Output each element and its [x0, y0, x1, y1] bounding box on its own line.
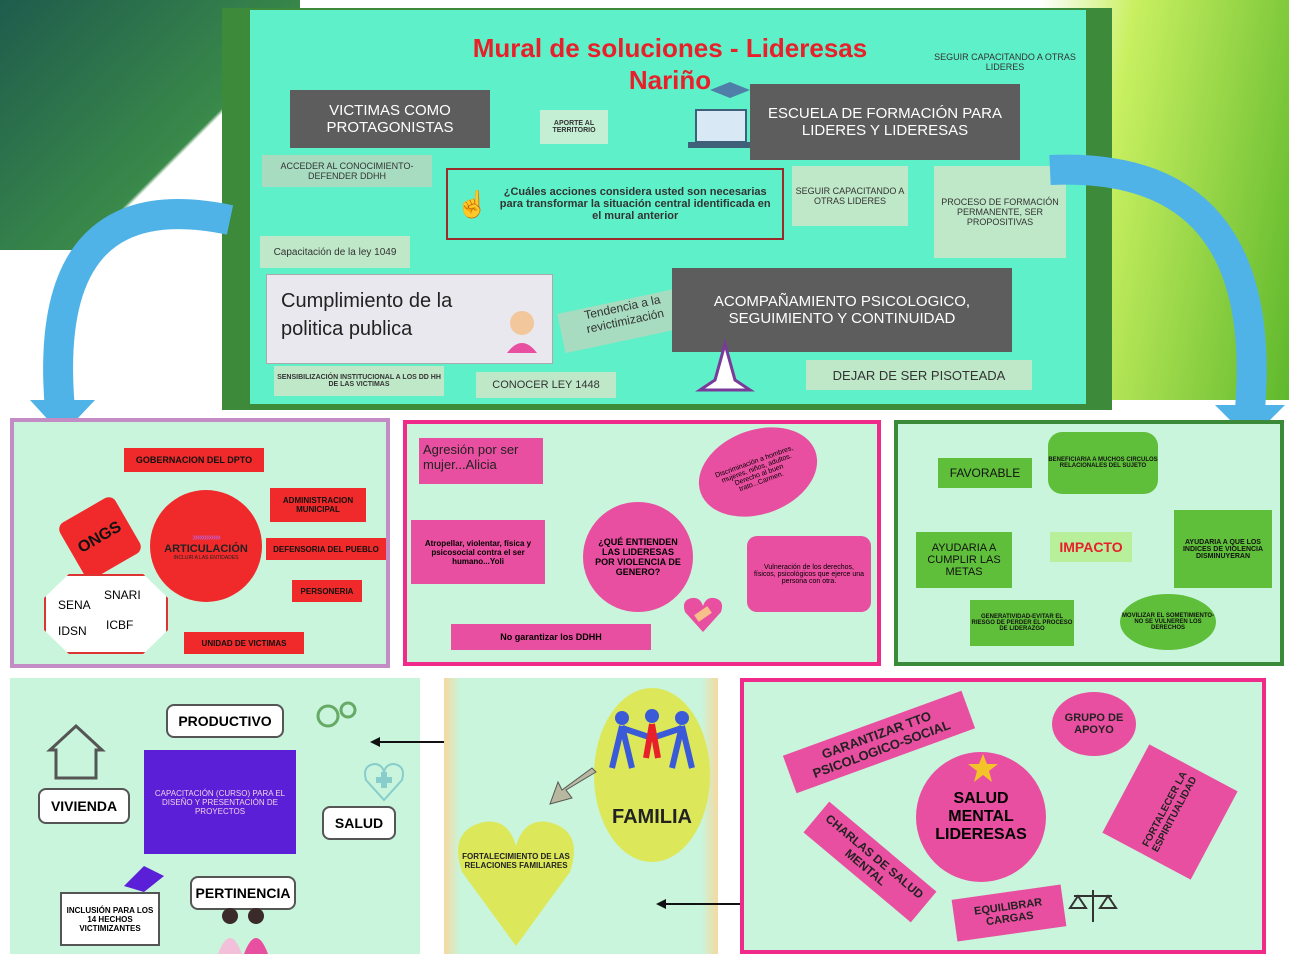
- mural-soluciones: Mural de soluciones - Lideresas Nariño S…: [250, 10, 1086, 404]
- articulacion-label: ARTICULACIÓN: [164, 542, 248, 555]
- aporte-box: APORTE AL TERRITORIO: [540, 110, 608, 144]
- salud-box: SALUD: [322, 806, 396, 840]
- acceder-box: ACCEDER AL CONOCIMIENTO- DEFENDER DDHH: [262, 155, 432, 187]
- inclusion-box: INCLUSIÓN PARA LOS 14 HECHOS VICTIMIZANT…: [60, 892, 160, 946]
- proceso-box: PROCESO DE FORMACIÓN PERMANENTE, SER PRO…: [934, 166, 1066, 258]
- victimas-box: VICTIMAS COMO PROTAGONISTAS: [290, 90, 490, 148]
- atropellar-box: Atropellar, violentar, física y psicosoc…: [411, 520, 545, 584]
- pregunta-text: ¿Cuáles acciones considera usted son nec…: [499, 186, 771, 222]
- ayudaria-indices-tag: AYUDARIA A QUE LOS INDICES DE VIOLENCIA …: [1174, 510, 1272, 588]
- no-garantizar-box: No garantizar los DDHH: [451, 624, 651, 650]
- cumplimiento-box: Cumplimiento de la politica publica: [266, 274, 553, 364]
- vulneracion-box: Vulneración de los derechos, físicos, ps…: [747, 536, 871, 612]
- fortalecer-tag: FORTALECER LA ESPIRITUALIDAD: [1102, 744, 1238, 880]
- violencia-genero-panel: Agresión por ser mujer...Alicia Discrimi…: [403, 411, 881, 666]
- generatividad-tag: GENERATIVIDAD-EVITAR EL RIESGO DE PERDER…: [970, 600, 1074, 646]
- grupo-apoyo-tag: GRUPO DE APOYO: [1052, 692, 1136, 756]
- equilibrar-tag: EQUILIBRAR CARGAS: [951, 884, 1067, 942]
- mural-title-line1: Mural de soluciones - Lideresas: [472, 33, 868, 63]
- teacher-icon: [507, 311, 537, 353]
- sensibilizacion-box: SENSIBILIZACIÓN INSTITUCIONAL A LOS DD H…: [274, 366, 444, 396]
- beneficiaria-tag: BENEFICIARIA A MUCHOS CIRCULOS RELACIONA…: [1048, 432, 1158, 494]
- violencia-genero-center: ¿QUÉ ENTIENDEN LAS LIDERESAS POR VIOLENC…: [583, 502, 693, 612]
- hand-pointer-icon: ☝: [456, 188, 489, 219]
- personeria-tag: PERSONERIA: [292, 580, 362, 602]
- balance-scale-icon: [1068, 890, 1118, 922]
- icbf-label: ICBF: [106, 618, 134, 632]
- escuela-box: ESCUELA DE FORMACIÓN PARA LIDERES Y LIDE…: [750, 84, 1020, 160]
- proyectos-panel: PRODUCTIVO CAPACITACIÓN (CURSO) PARA EL …: [10, 678, 420, 954]
- familia-panel: FAMILIA FORTALECIMIENTO DE LAS RELACIONE…: [444, 678, 718, 954]
- seguir-capacitando-mid: SEGUIR CAPACITANDO A OTRAS LIDERES: [792, 166, 908, 226]
- star-icon: [968, 754, 998, 782]
- idsn-label: IDSN: [58, 624, 87, 638]
- heart-bandage-icon: [683, 597, 723, 632]
- pertinencia-box: PERTINENCIA: [190, 876, 296, 910]
- defensoria-tag: DEFENSORIA DEL PUEBLO: [266, 538, 386, 560]
- articulacion-panel: GOBERNACION DEL DPTO ADMINISTRACION MUNI…: [10, 418, 390, 668]
- administracion-tag: ADMINISTRACION MUNICIPAL: [270, 488, 366, 522]
- pregunta-box: ☝ ¿Cuáles acciones considera usted son n…: [446, 168, 784, 240]
- sena-label: SENA: [58, 598, 91, 612]
- capacitacion-ley-box: Capacitación de la ley 1049: [260, 236, 410, 268]
- familia-label: FAMILIA: [612, 806, 692, 828]
- cumplimiento-text: Cumplimiento de la politica publica: [281, 290, 453, 340]
- conocer-ley-box: CONOCER LEY 1448: [476, 372, 616, 398]
- favorable-tag: FAVORABLE: [938, 458, 1032, 488]
- gobernacion-tag: GOBERNACION DEL DPTO: [124, 448, 264, 472]
- vivienda-box: VIVIENDA: [38, 788, 130, 824]
- impacto-center: IMPACTO: [1050, 532, 1132, 562]
- unidad-victimas-tag: UNIDAD DE VICTIMAS: [184, 632, 304, 654]
- pointing-hand-icon: [124, 866, 164, 892]
- articulacion-sub: INCLUIR A LAS ENTIDADES: [173, 554, 239, 561]
- laptop-graduation-icon: [688, 82, 754, 148]
- health-icon: [364, 762, 404, 802]
- acompanamiento-box: ACOMPAÑAMIENTO PSICOLOGICO, SEGUIMIENTO …: [672, 268, 1012, 352]
- capacitacion-box: CAPACITACIÓN (CURSO) PARA EL DISEÑO Y PR…: [144, 750, 296, 854]
- curved-arrow-right-icon: [1049, 154, 1285, 440]
- curved-arrow-left-icon: [30, 199, 234, 435]
- entidades-octagon: SENA SNARI IDSN ICBF: [44, 574, 168, 654]
- ongs-tag: ONGS: [56, 494, 144, 582]
- mural-title-line2: Nariño: [628, 65, 712, 95]
- discriminacion-bubble: Discriminación a hombres, mujeres, niños…: [686, 411, 830, 533]
- house-icon: [46, 723, 106, 780]
- salud-mental-panel: GARANTIZAR TTO PSICOLOGICO-SOCIAL GRUPO …: [740, 678, 1266, 954]
- praying-hands-icon: [695, 338, 755, 392]
- fortalecimiento-label: FORTALECIMIENTO DE LAS RELACIONES FAMILI…: [462, 852, 570, 870]
- women-group-icon: [218, 908, 268, 954]
- ayudaria-metas-tag: AYUDARIA A CUMPLIR LAS METAS: [916, 532, 1012, 588]
- heart-shape: [458, 821, 574, 946]
- articulacion-circle: »»»»»» ARTICULACIÓN INCLUIR A LAS ENTIDA…: [150, 490, 262, 602]
- dejar-box: DEJAR DE SER PISOTEADA: [806, 360, 1032, 390]
- seguir-capacitando-top: SEGUIR CAPACITANDO A OTRAS LIDERES: [934, 52, 1076, 72]
- arrow-down-left-icon: [549, 767, 597, 805]
- gears-icon: [316, 701, 357, 728]
- family-icon: [609, 709, 695, 769]
- productivo-box: PRODUCTIVO: [166, 704, 284, 738]
- agresion-box: Agresión por ser mujer...Alicia: [419, 438, 543, 484]
- movilizar-tag: MOVILIZAR EL SOMETIMIENTO- NO SE VULNERE…: [1120, 594, 1216, 650]
- snari-label: SNARI: [104, 588, 141, 602]
- impacto-panel: FAVORABLE BENEFICIARIA A MUCHOS CIRCULOS…: [894, 420, 1284, 666]
- chevrons-icon: »»»»»»: [192, 531, 220, 543]
